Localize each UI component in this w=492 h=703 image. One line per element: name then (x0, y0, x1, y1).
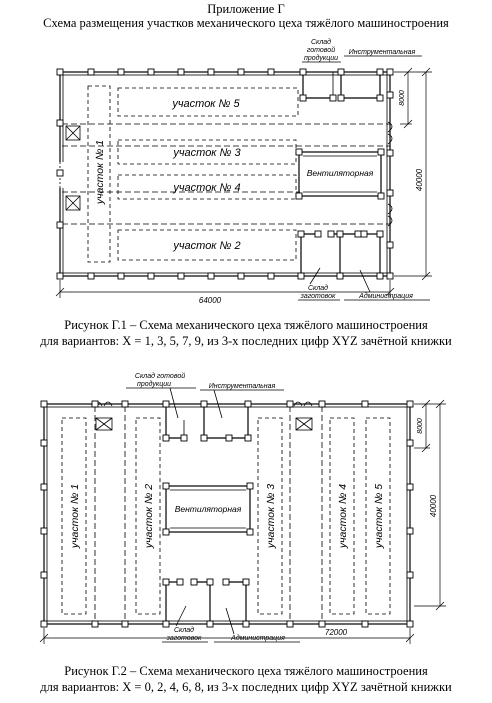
figure-2-caption: Рисунок Г.2 – Схема механического цеха т… (64, 664, 428, 678)
fig1-dim-width: 64000 (199, 296, 222, 305)
fig2-tool-room-label: Инструментальная (209, 383, 276, 390)
fig2-warehouse-label-1: Склад готовой (135, 372, 185, 380)
fig1-crane-icon-upper (65, 125, 81, 141)
fig2-crane-icon-right (295, 417, 313, 431)
figure-1-caption: Рисунок Г.1 – Схема механического цеха т… (64, 318, 428, 332)
fig2-columns (40, 400, 414, 628)
fig1-section-1-area (87, 85, 111, 263)
fig2-ventilation-label: Вентиляторная (175, 504, 242, 514)
fig1-tool-room-label: Инструментальная (349, 49, 416, 56)
fig2-section-2-label: участок № 2 (143, 484, 155, 549)
fig1-section-2-area (117, 229, 297, 261)
fig1-section-1-label: участок № 1 (94, 140, 106, 205)
fig1-right-gate-upper (387, 121, 393, 145)
fig1-blanks-label-1: Склад (308, 284, 328, 292)
fig1-dim-height: 40000 (415, 168, 424, 191)
fig1-section-4-label: участок № 4 (172, 182, 240, 194)
fig2-section-5-label: участок № 5 (373, 484, 385, 549)
fig1-section-2-label: участок № 2 (172, 240, 240, 252)
fig1-section-5-label: участок № 5 (171, 98, 240, 110)
fig1-right-gate-lower (387, 203, 393, 227)
fig2-dim-height: 40000 (429, 494, 438, 517)
fig2-dim-width: 72000 (325, 628, 348, 637)
figure-1-caption-variants: для вариантов: X = 1, 3, 5, 7, 9, из 3-х… (40, 334, 452, 348)
fig2-outer-wall (43, 403, 411, 625)
fig2-administration-label: Администрация (230, 634, 285, 642)
fig2-ventilation-room (165, 485, 251, 533)
fig1-section-4-area (117, 174, 297, 200)
figure-1-plan: 64000 40000 8000 участок № 1 участок № 5… (55, 38, 432, 305)
fig1-ventilation-label: Вентиляторная (307, 168, 374, 178)
figure-2-plan: 72000 40000 8000 участок № 1 участок № 2… (39, 372, 446, 644)
fig1-crane-icon-lower (65, 195, 81, 211)
fig2-blanks-label-2: заготовок (166, 635, 202, 642)
fig1-administration-label: Администрация (358, 292, 413, 300)
fig1-warehouse-label-3: продукции (304, 54, 338, 62)
fig1-dim-span: 8000 (399, 90, 406, 106)
fig2-section-4-label: участок № 4 (337, 484, 349, 549)
fig2-section-5-area (365, 417, 391, 615)
fig2-section-3-area (257, 417, 283, 615)
fig1-warehouse-label-2: готовой (307, 46, 335, 54)
fig1-section-5-area (117, 87, 299, 117)
figure-2-caption-variants: для вариантов: X = 0, 2, 4, 6, 8, из 3-х… (40, 680, 452, 694)
fig1-warehouse-label-1: Склад (311, 38, 331, 46)
fig1-section-3-label: участок № 3 (172, 147, 241, 159)
fig2-section-1-label: участок № 1 (69, 484, 81, 549)
fig2-section-1-area (61, 417, 87, 615)
fig2-top-gate-right (293, 401, 313, 407)
fig2-warehouse-label-2: продукции (137, 380, 171, 388)
appendix-title: Приложение Г (207, 2, 285, 16)
fig2-crane-icon-left (95, 417, 113, 431)
fig1-ventilation-room (298, 151, 382, 197)
fig2-dim-span: 8000 (417, 418, 424, 434)
fig2-section-4-area (329, 417, 355, 615)
fig1-blanks-label-2: заготовок (300, 293, 336, 300)
fig2-section-2-area (135, 417, 161, 615)
fig2-section-3-label: участок № 3 (265, 484, 277, 549)
appendix-subtitle: Схема размещения участков механического … (43, 16, 449, 30)
fig1-columns (56, 68, 394, 280)
fig2-blanks-label-1: Склад (174, 626, 194, 634)
